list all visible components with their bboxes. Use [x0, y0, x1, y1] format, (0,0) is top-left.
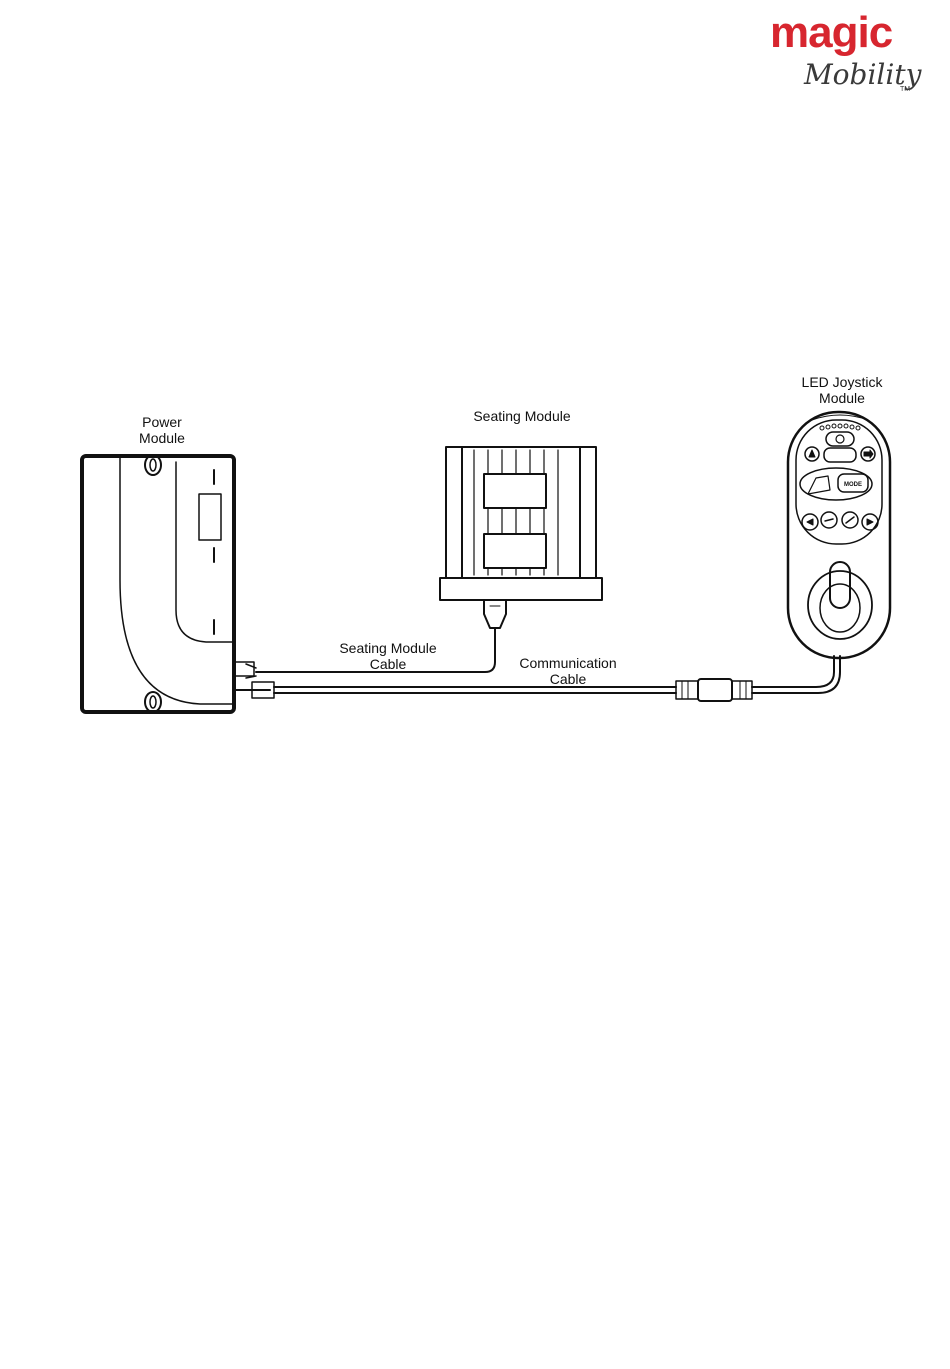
- joystick-module: [788, 412, 890, 658]
- seating-module-cable: [256, 640, 495, 672]
- seating-module: [440, 447, 602, 640]
- communication-cable: [234, 656, 840, 701]
- power-module: [82, 455, 254, 712]
- mode-button-label: MODE: [844, 482, 862, 488]
